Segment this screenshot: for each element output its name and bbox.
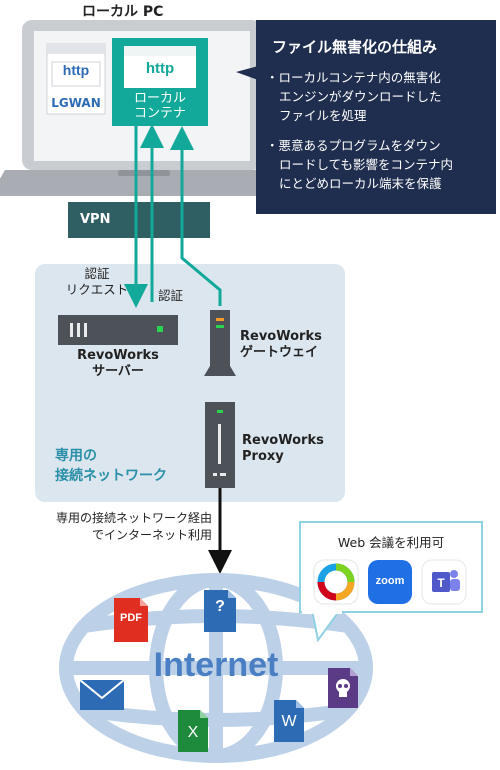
route-note-line1: 専用の接続ネットワーク経由 <box>55 511 212 525</box>
word-file-icon <box>274 700 304 742</box>
callout-bullet-2-line-2: ロードしても影響をコンテナ内 <box>279 157 454 172</box>
svg-text:T: T <box>437 576 445 590</box>
lgwan-window <box>46 43 106 115</box>
callout-bullet-1-line-2: エンジンがダウンロードした <box>279 89 442 104</box>
server-label-line2: サーバー <box>92 364 144 379</box>
vpn-bar <box>68 202 210 238</box>
server-label-line1: RevoWorks <box>77 348 159 363</box>
skull-file-icon <box>328 668 358 708</box>
zoom-icon <box>368 560 412 604</box>
callout-bullet-1-line-1: ・ローカルコンテナ内の無害化 <box>266 70 441 85</box>
question-file-icon <box>204 590 236 632</box>
route-note: 専用の接続ネットワーク経由 でインターネット利用 <box>10 510 212 544</box>
laptop-title: ローカル PC <box>82 4 164 20</box>
route-note-line2: でインターネット利用 <box>91 528 212 542</box>
server-label: RevoWorks サーバー <box>58 348 178 380</box>
gateway-label: RevoWorks ゲートウェイ <box>240 329 322 361</box>
gateway-label-line2: ゲートウェイ <box>240 345 319 360</box>
container-label: ローカル コンテナ <box>112 91 208 121</box>
callout-box <box>236 20 496 214</box>
callout-bullet-2-line-1: ・悪意あるプログラムをダウン <box>266 138 441 153</box>
callout-bullet-2: ・悪意あるプログラムをダウン ロードしても影響をコンテナ内 にとどめローカル端末… <box>266 136 492 193</box>
proxy-label: RevoWorks Proxy <box>242 433 324 465</box>
excel-label: X <box>187 724 199 741</box>
revoworks-gateway-icon <box>204 310 236 376</box>
revoworks-proxy-icon <box>205 402 235 488</box>
pdf-file-icon <box>114 598 148 642</box>
container-http-label: http <box>145 60 175 77</box>
question-label: ? <box>215 598 225 615</box>
dedicated-network-line2: 接続ネットワーク <box>55 468 167 484</box>
mail-icon <box>79 679 125 710</box>
vpn-label: VPN <box>80 212 111 227</box>
auth-request-label: 認証 リクエスト <box>60 266 134 298</box>
dedicated-network-line1: 専用の <box>55 448 97 464</box>
zoom-label: zoom <box>375 575 405 587</box>
auth-request-line2: リクエスト <box>65 282 129 297</box>
callout-bullet-1-line-3: ファイルを処理 <box>279 108 367 123</box>
gateway-arrow <box>170 126 222 306</box>
teams-icon: T <box>421 559 467 605</box>
lgwan-label: LGWAN <box>51 96 101 110</box>
revoworks-server-icon <box>58 315 178 345</box>
auth-request-line1: 認証 <box>84 266 110 281</box>
container-label-line2: コンテナ <box>133 106 186 121</box>
internet-label: Internet <box>153 646 279 684</box>
web-meeting-title: Web 会議を利用可 <box>337 535 445 550</box>
pdf-label: PDF <box>120 612 142 624</box>
proxy-label-line2: Proxy <box>242 449 284 464</box>
gateway-label-line1: RevoWorks <box>240 329 322 344</box>
callout-bullet-2-line-3: にとどめローカル端末を保護 <box>279 176 442 191</box>
callout-bullet-1: ・ローカルコンテナ内の無害化 エンジンがダウンロードした ファイルを処理 <box>266 68 492 125</box>
excel-file-icon <box>178 710 208 752</box>
callout-title: ファイル無害化の仕組み <box>272 38 438 56</box>
auth-label: 認証 <box>158 288 184 303</box>
lgwan-http-label: http <box>62 62 90 78</box>
container-label-line1: ローカル <box>133 91 186 106</box>
local-container-window <box>112 38 208 126</box>
dedicated-network-label: 専用の 接続ネットワーク <box>55 446 167 486</box>
proxy-label-line1: RevoWorks <box>242 433 324 448</box>
webex-icon <box>313 559 359 605</box>
word-label: W <box>281 713 297 730</box>
